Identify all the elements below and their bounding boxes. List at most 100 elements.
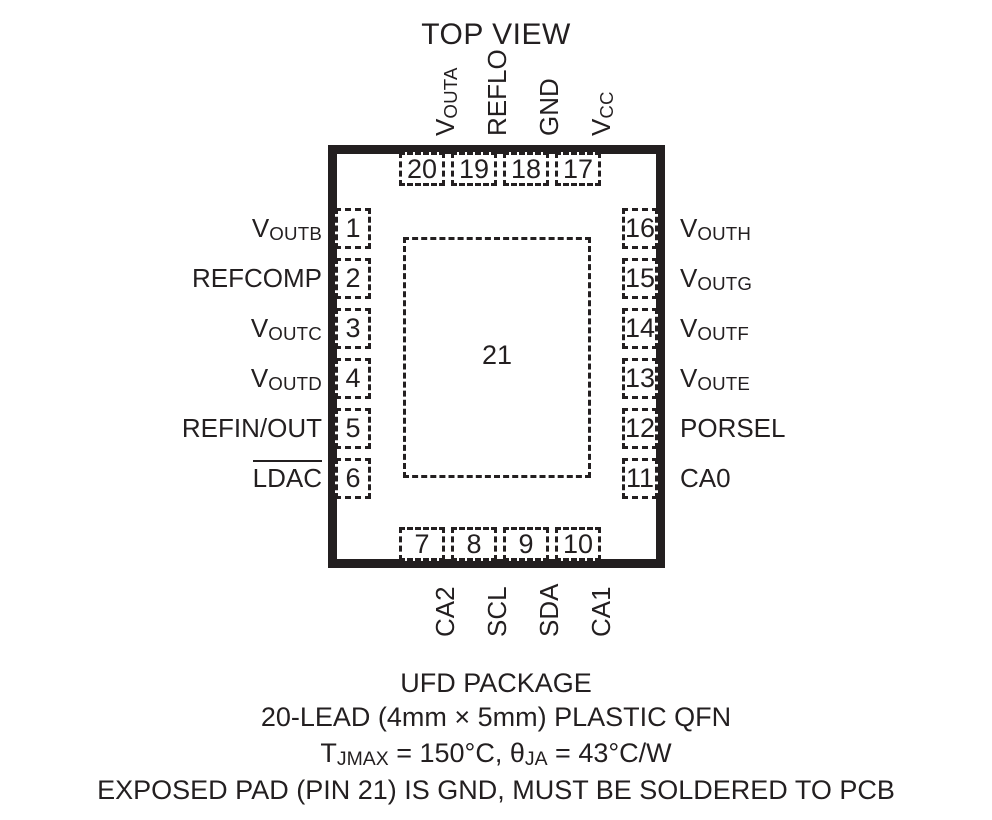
pin-name-subscript: OUTD <box>268 373 322 395</box>
pin-label-17: VCC <box>586 91 618 136</box>
caption-exposed-pad-note: EXPOSED PAD (PIN 21) IS GND, MUST BE SOL… <box>97 775 895 805</box>
pin-pad-5[interactable]: 5 <box>335 408 371 449</box>
pin-name-main: V <box>680 313 698 343</box>
pin-label-8: SCL <box>482 586 512 637</box>
pin-label-1: VOUTB <box>20 213 322 245</box>
tjmax-subscript: JMAX <box>336 748 389 771</box>
pin-name-subscript: OUTE <box>697 373 751 395</box>
pin-number-9: 9 <box>518 528 534 559</box>
pin-pad-17[interactable]: 17 <box>555 152 601 186</box>
pin-name-subscript: OUTC <box>268 323 322 345</box>
pin-number-19: 19 <box>458 153 490 184</box>
pin-number-17: 17 <box>562 153 594 184</box>
pin-name-main: V <box>586 118 616 136</box>
pin-name-main: CA1 <box>586 586 616 637</box>
pin-label-7: CA2 <box>430 586 460 637</box>
pin-label-12: PORSEL <box>680 415 980 441</box>
pin-name-main: SDA <box>534 583 564 637</box>
pin-label-11: CA0 <box>680 465 980 491</box>
pin-pad-18[interactable]: 18 <box>503 152 549 186</box>
package-body-outline <box>328 145 665 568</box>
pin-pad-11[interactable]: 11 <box>622 458 658 499</box>
pin-number-20: 20 <box>406 153 438 184</box>
pin-pad-1[interactable]: 1 <box>335 208 371 249</box>
pin-label-3: VOUTC <box>20 313 322 345</box>
pin-name-main: CA0 <box>680 463 731 493</box>
pin-pad-7[interactable]: 7 <box>399 527 445 561</box>
pin-number-8: 8 <box>466 528 482 559</box>
tjmax-symbol: T <box>320 738 337 768</box>
pin-pad-2[interactable]: 2 <box>335 258 371 299</box>
pin-number-4: 4 <box>345 363 361 393</box>
pin-label-6: LDAC <box>20 460 322 493</box>
pin-number-14: 14 <box>624 313 656 343</box>
pin-label-14: VOUTF <box>680 313 980 345</box>
exposed-pad-outline <box>403 237 591 478</box>
pin-label-15: VOUTG <box>680 263 980 295</box>
pin-pad-3[interactable]: 3 <box>335 308 371 349</box>
pin-pad-6[interactable]: 6 <box>335 458 371 499</box>
pin-number-15: 15 <box>624 263 656 293</box>
pin-label-5: REFIN/OUT <box>20 415 322 441</box>
pin-name-main: REFLO <box>482 49 512 136</box>
pin-number-13: 13 <box>624 363 656 393</box>
pin-pad-16[interactable]: 16 <box>622 208 658 249</box>
pin-name-main: V <box>250 313 269 343</box>
pin-label-13: VOUTE <box>680 363 980 395</box>
pin-pad-13[interactable]: 13 <box>622 358 658 399</box>
pin-pad-9[interactable]: 9 <box>503 527 549 561</box>
pin-number-1: 1 <box>345 213 361 243</box>
pin-pad-20[interactable]: 20 <box>399 152 445 186</box>
pin-number-12: 12 <box>624 413 656 443</box>
pin-name-subscript: OUTF <box>697 323 750 345</box>
pin-label-2: REFCOMP <box>20 265 322 291</box>
pin-pad-12[interactable]: 12 <box>622 408 658 449</box>
theta-ja-symbol: θ <box>509 738 525 768</box>
pin-pad-19[interactable]: 19 <box>451 152 497 186</box>
pin-label-4: VOUTD <box>20 363 322 395</box>
pin-name-main: GND <box>534 78 564 136</box>
pin-label-18: GND <box>534 78 564 136</box>
pin-label-19: REFLO <box>482 49 512 136</box>
pin-number-6: 6 <box>345 463 361 493</box>
pin-name-main: SCL <box>482 586 512 637</box>
caption-package-name: UFD PACKAGE <box>400 668 592 698</box>
pin-name-main: V <box>250 363 269 393</box>
pin-number-16: 16 <box>624 213 656 243</box>
caption-thermal-specs: TJMAX = 150°C, θJA = 43°C/W <box>0 738 992 771</box>
tjmax-value: = 150°C, <box>388 738 510 768</box>
pin-name-subscript: OUTA <box>440 67 462 119</box>
pin-pad-15[interactable]: 15 <box>622 258 658 299</box>
pin-number-2: 2 <box>345 263 361 293</box>
top-view-title: TOP VIEW <box>421 18 571 51</box>
pin-name-subscript: CC <box>596 91 618 119</box>
pin-name-main: V <box>680 213 698 243</box>
pin-number-3: 3 <box>345 313 361 343</box>
pin-number-18: 18 <box>510 153 542 184</box>
pin-pad-4[interactable]: 4 <box>335 358 371 399</box>
caption-lead-count-size: 20-LEAD (4mm × 5mm) PLASTIC QFN <box>260 702 732 732</box>
pin-number-11: 11 <box>625 463 655 493</box>
pin-name-main: V <box>251 213 270 243</box>
exposed-pad-number: 21 <box>481 340 513 370</box>
pin-label-9: SDA <box>534 583 564 637</box>
pin-label-10: CA1 <box>586 586 616 637</box>
pin-pad-8[interactable]: 8 <box>451 527 497 561</box>
pin-name-main: V <box>680 363 698 393</box>
pin-label-16: VOUTH <box>680 213 980 245</box>
theta-ja-value: = 43°C/W <box>547 738 672 768</box>
pin-name-main: V <box>680 263 698 293</box>
pin-name-main: REFCOMP <box>192 263 322 293</box>
pin-name-main: LDAC <box>252 463 322 493</box>
pin-pad-14[interactable]: 14 <box>622 308 658 349</box>
pin-label-20: VOUTA <box>430 67 462 136</box>
active-low-overbar: LDAC <box>252 460 322 493</box>
pin-name-subscript: OUTH <box>697 223 752 245</box>
pin-name-subscript: OUTG <box>697 273 753 295</box>
pin-pad-10[interactable]: 10 <box>555 527 601 561</box>
pin-name-main: CA2 <box>430 586 460 637</box>
pin-name-subscript: OUTB <box>269 223 322 245</box>
pin-name-main: PORSEL <box>680 413 786 443</box>
pin-name-main: REFIN/OUT <box>181 413 322 443</box>
